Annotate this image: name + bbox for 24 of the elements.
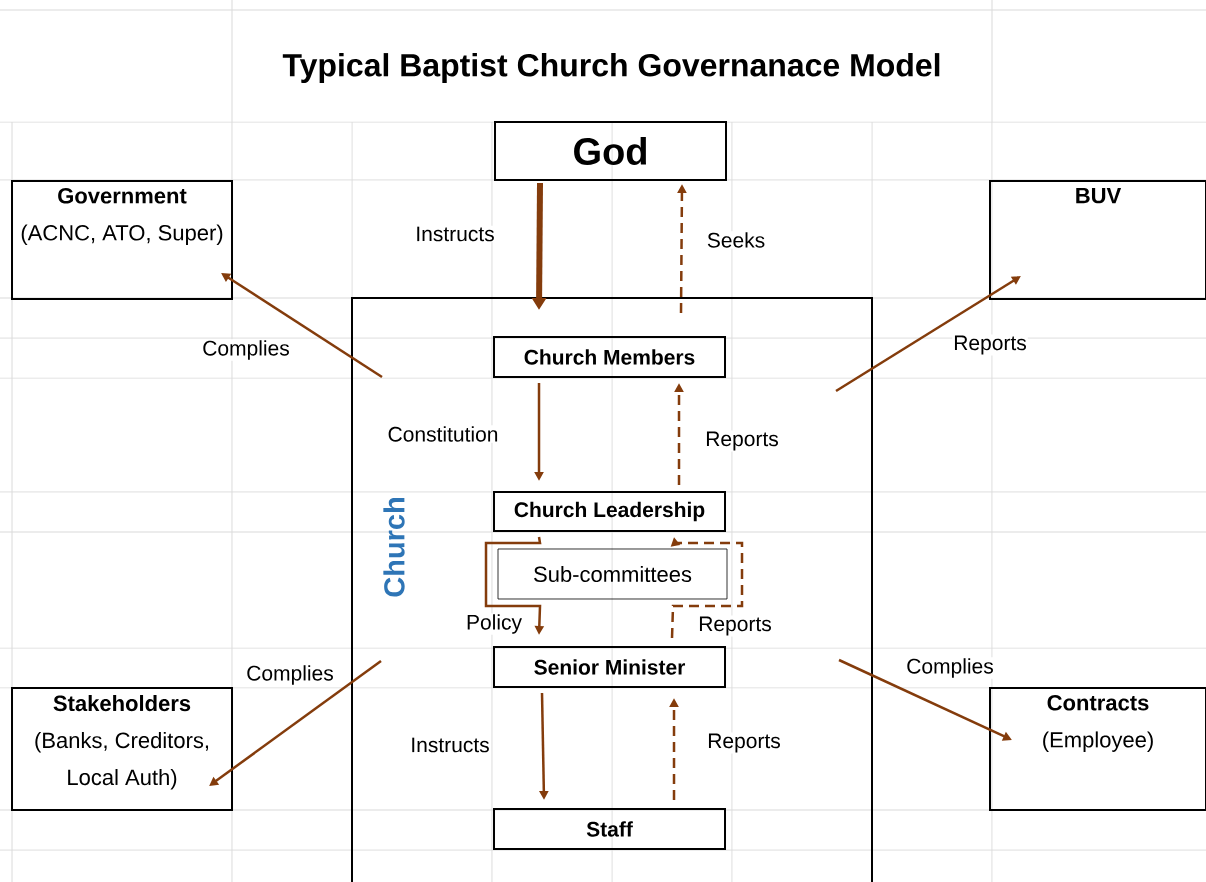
role-box: Church Leadership (493, 491, 726, 532)
role-box: Staff (493, 808, 726, 850)
edge-label: Policy (465, 613, 523, 635)
edge-label: Reports (706, 732, 782, 754)
entity-box: Government (ACNC, ATO, Super) (11, 180, 233, 300)
arrow (209, 660, 382, 786)
role-box: Senior Minister (493, 646, 726, 688)
edge-label: Reports (952, 334, 1028, 356)
edge-label: Constitution (386, 425, 500, 443)
edge-label: Instructs (409, 736, 491, 754)
top-box: God (494, 121, 727, 181)
edge-label: Instructs (414, 225, 496, 243)
entity-box: Contracts (Employee) (989, 687, 1206, 811)
entity-box: BUV (989, 180, 1206, 300)
edge-label: Complies (905, 657, 995, 679)
title: Typical Baptist Church Governanace Model (282, 53, 940, 83)
edge-label: Seeks (705, 231, 767, 249)
entity-box: Stakeholders (Banks, Creditors, Local Auth) (11, 687, 233, 811)
role-box: Church Members (493, 336, 726, 378)
edge-label: Reports (697, 615, 773, 637)
edge-label: Reports (704, 430, 780, 452)
committee-box: Sub-committees (497, 548, 728, 600)
edge-label: Complies (245, 664, 335, 686)
edge-label: Complies (201, 339, 291, 361)
